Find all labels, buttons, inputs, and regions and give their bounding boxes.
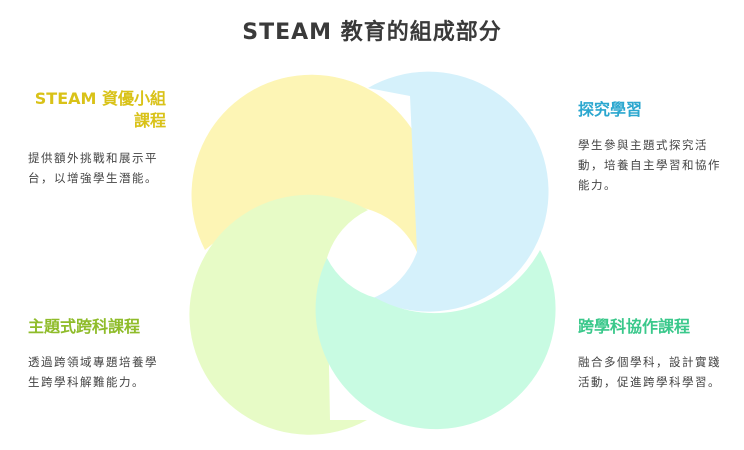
petal-yellow bbox=[191, 74, 432, 253]
desc-thematic-cross-subject: 透過跨領域專題培養學生跨學科解難能力。 bbox=[28, 355, 158, 389]
desc-inquiry-learning: 學生參與主題式探究活動，培養自主學習和協作能力。 bbox=[578, 138, 721, 192]
diagram-title: STEAM 教育的組成部分 bbox=[242, 20, 502, 45]
petal-blue bbox=[368, 71, 549, 312]
desc-interdisciplinary-collab: 融合多個學科，設計實踐活動，促進跨學科學習。 bbox=[578, 355, 721, 389]
desc-steam-gifted: 提供額外挑戰和展示平台，以增強學生潛能。 bbox=[28, 151, 158, 185]
label-interdisciplinary-collab: 跨學科協作課程 bbox=[578, 317, 691, 336]
petal-green bbox=[189, 194, 368, 435]
label-thematic-cross-subject: 主題式跨科課程 bbox=[28, 317, 141, 336]
label-steam-gifted: STEAM 資優小組課程 bbox=[34, 89, 166, 130]
label-inquiry-learning: 探究學習 bbox=[578, 100, 643, 119]
petal-mint bbox=[315, 250, 556, 430]
